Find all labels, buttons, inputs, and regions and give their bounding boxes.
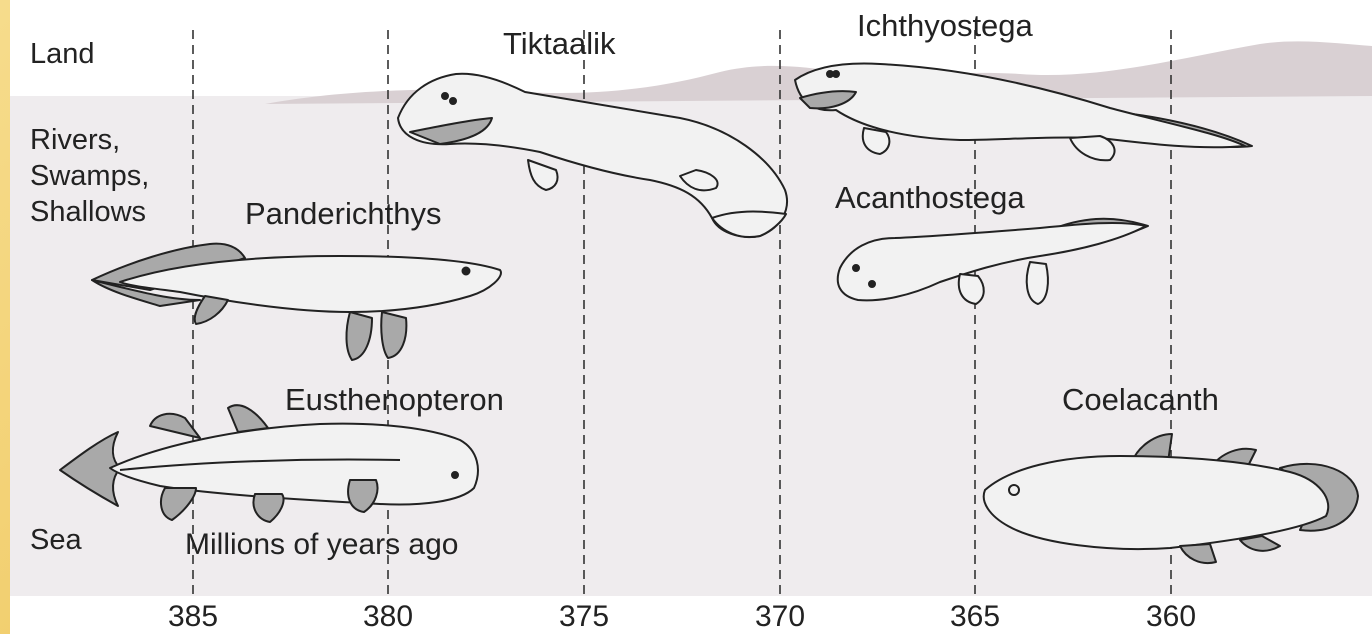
zone-label-sea: Sea: [30, 522, 82, 558]
species-label-tiktaalik: Tiktaalik: [503, 26, 616, 62]
species-label-ichthyostega: Ichthyostega: [857, 8, 1033, 44]
tick-label-365: 365: [930, 600, 1020, 634]
acanthostega-illustration: [838, 219, 1148, 304]
species-label-acanthostega: Acanthostega: [835, 180, 1025, 216]
zone-label-land: Land: [30, 36, 95, 72]
eusthenopteron-illustration: [60, 405, 478, 522]
tick-label-375: 375: [539, 600, 629, 634]
tick-label-370: 370: [735, 600, 825, 634]
tick-label-360: 360: [1126, 600, 1216, 634]
tick-label-385: 385: [148, 600, 238, 634]
panderichthys-illustration: [92, 244, 501, 360]
species-label-panderichthys: Panderichthys: [245, 196, 441, 232]
zone-label-rivers: Rivers, Swamps, Shallows: [30, 122, 149, 230]
axis-title: Millions of years ago: [185, 528, 458, 562]
tick-label-380: 380: [343, 600, 433, 634]
species-label-coelacanth: Coelacanth: [1062, 382, 1219, 418]
species-label-eusthenopteron: Eusthenopteron: [285, 382, 504, 418]
